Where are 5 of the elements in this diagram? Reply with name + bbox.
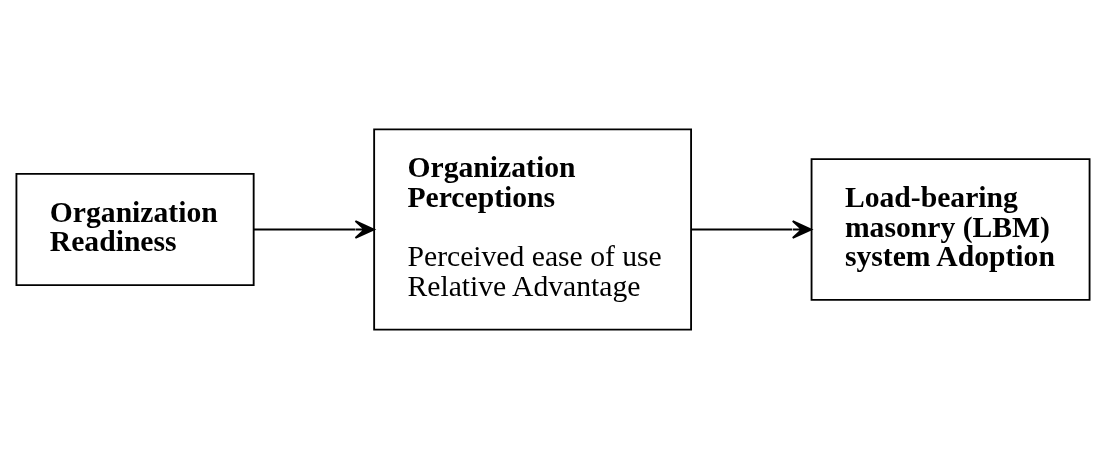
arrow [253,219,375,239]
node-box: Organization Readiness [15,172,255,286]
arrow [690,219,813,239]
node-box: Load-bearing masonry (LBM) system Adoption [810,157,1091,301]
node-box: Organization Perceptions Perceived ease of use Relative Advantage [373,128,692,330]
